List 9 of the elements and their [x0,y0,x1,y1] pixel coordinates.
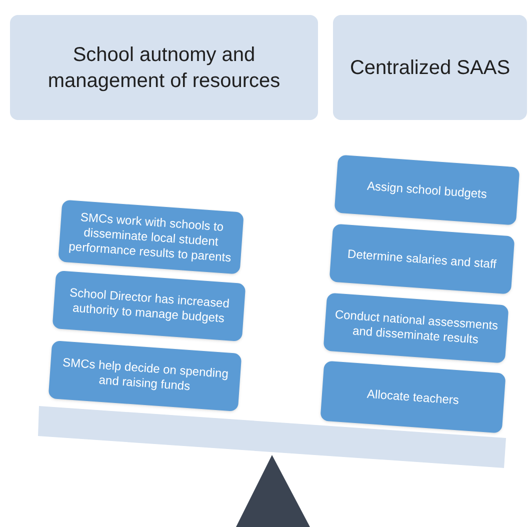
header-box: Centralized SAAS [333,15,527,120]
item-box: Allocate teachers [320,360,506,434]
item-box: Determine salaries and staff [329,224,515,294]
item-box: School Director has increased authority to manage budgets [52,270,246,342]
item-box: Conduct national assessments and disseminate results [323,292,509,364]
item-box: SMCs work with schools to disseminate local student performance results to parents [58,200,244,274]
item-box: SMCs help decide on spending and raising funds [48,340,242,412]
header-box: School autnomy and management of resources [10,15,318,120]
item-box: Assign school budgets [334,154,520,226]
